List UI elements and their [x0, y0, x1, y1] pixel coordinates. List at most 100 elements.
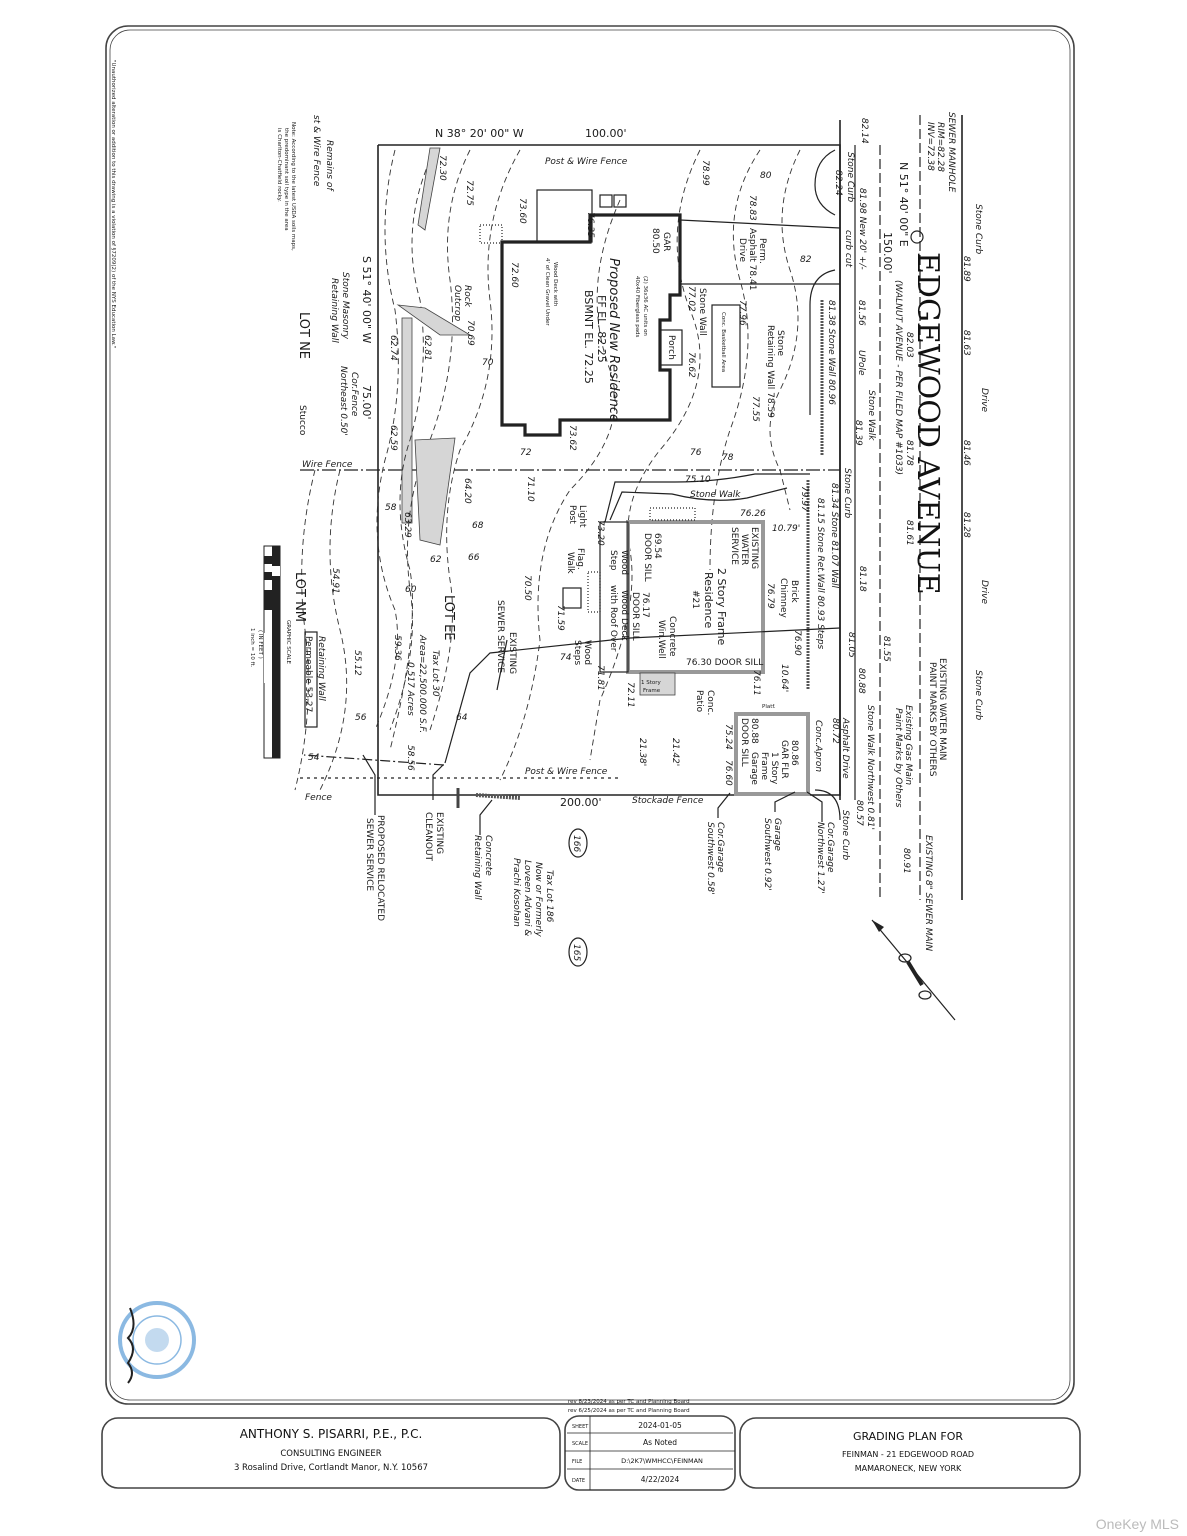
porch-label: Porch — [666, 335, 676, 360]
patio-label: Patio — [694, 690, 704, 713]
spot-elevation: 78.83 — [747, 195, 757, 221]
garage-door-elevation: 80.88 — [749, 718, 759, 744]
garage-floor-elevation: 80.86 — [789, 740, 799, 766]
offset-dimension: 21.38' — [637, 738, 647, 766]
perm-drive-label: Drive — [737, 238, 747, 262]
spot-elevation: 62.59 — [388, 425, 398, 451]
existing-residence-title: Residence — [702, 572, 715, 628]
scale-unit: ( IN FEET ) — [257, 630, 263, 659]
lot-number: 165 — [571, 944, 581, 961]
curb-return — [814, 149, 836, 216]
sewer-manhole-icon — [910, 230, 924, 244]
relocated-sewer-label: SEWER SERVICE — [364, 818, 374, 891]
spot-elevation: 76.79 — [765, 583, 775, 609]
patio-label: Conc. — [705, 690, 715, 715]
ac-pad — [613, 194, 627, 208]
spot-elevation: 59.36 — [392, 635, 402, 661]
deck-stairs — [479, 224, 503, 244]
scale-label: SCALE — [572, 1441, 588, 1447]
existing-sewer-line — [444, 627, 841, 764]
offset-dimension: 10.64' — [779, 664, 789, 692]
water-main-label: PAINT MARKS BY OTHERS — [927, 662, 937, 777]
chimney-label: Brick — [789, 580, 799, 603]
garage-label: GAR — [661, 232, 671, 251]
rock-outcrop — [396, 304, 472, 336]
stone-retaining-wall-label: 81.15 Stone Ret.Wall 80.93 Steps — [815, 498, 825, 650]
proposed-footprint — [500, 213, 682, 437]
wood-step-label: Step — [608, 550, 618, 571]
relocated-sewer-label: PROPOSED RELOCATED — [375, 815, 385, 921]
front-yard: 82.14 Stone Curb 82.24 81.98 New 20' +/-… — [806, 118, 891, 861]
contour-label: 68 — [472, 521, 484, 531]
stone-masonry-wall — [401, 317, 413, 524]
spot-elevation: 77.55 — [750, 396, 760, 422]
lot-number: 166 — [571, 835, 581, 852]
stone-curb-label: Stone Curb — [845, 152, 855, 203]
unauthorized-note-text: "Unauthorized alteration or addition to … — [110, 60, 116, 348]
engineer-seal — [118, 1301, 196, 1384]
offset-dimension: 10.79' — [772, 524, 800, 534]
lot-ne-label: LOT NE — [296, 312, 311, 359]
sheet-value: 2024-01-05 — [638, 1421, 682, 1430]
offset-dimension: 21.42' — [670, 738, 680, 766]
spot-elevation: 72.75 — [464, 180, 474, 206]
existing-garage: 80.88 DOOR SILL 80.86 GAR FLR 1 Story Fr… — [705, 712, 835, 895]
permeable-label: Permeable 53.27 — [303, 636, 313, 712]
concrete-wall-label: Concrete — [483, 835, 493, 876]
adjacent-owner: Prachi Kosohan — [511, 858, 521, 927]
garage-type: 1 Story — [769, 752, 779, 785]
water-main-label: EXISTING WATER MAIN — [937, 658, 947, 760]
contour-label: 66 — [468, 553, 480, 563]
stone-walk-path — [604, 473, 810, 523]
perm-drive-label: Asphalt 78.41 — [747, 228, 757, 290]
stockade-fence-label: Stockade Fence — [632, 796, 704, 806]
spot-elevation: 82.14 — [859, 118, 869, 144]
file-label: FILE — [572, 1459, 582, 1465]
rock-outcrop — [417, 147, 441, 231]
contour-label: 60 — [405, 585, 417, 595]
masonry-wall-label: Stone Masonry — [340, 272, 350, 340]
spot-elevation: 62.81 — [422, 335, 432, 361]
rock-outcrop — [414, 437, 456, 546]
one-story-frame — [639, 672, 676, 696]
flag-walk-label: Flag. — [575, 548, 585, 570]
garage-offset-label: Garage — [772, 818, 782, 851]
north-distance: 100.00' — [585, 127, 627, 140]
spot-elevation: 73.20 — [595, 520, 605, 546]
wire-fence-label: Wire Fence — [302, 460, 353, 470]
garage-floor-label: GAR FLR — [779, 740, 789, 779]
contour-label: 70 — [482, 358, 494, 368]
conc-area — [711, 304, 741, 388]
cleanout-label: CLEANOUT — [423, 812, 433, 862]
date-label: DATE — [572, 1478, 585, 1484]
flag-walk-label: Walk — [565, 552, 575, 574]
firm-name: ANTHONY S. PISARRI, P.E., P.C. — [240, 1427, 423, 1441]
soils-note-line: Note: According to the latest USDA soils… — [290, 122, 296, 251]
wood-steps-label: Steps — [572, 640, 582, 665]
filed-map-note: (WALNUT AVENUE - PER FILED MAP #1033) — [893, 280, 903, 475]
retaining-wall-label: Retaining Wall 78.59 — [765, 325, 775, 418]
proposed-deck — [536, 189, 593, 243]
spot-elevation: 82.24 — [833, 170, 843, 196]
existing-residence-title: 2 Story Frame — [715, 568, 728, 646]
spot-elevation: 58.56 — [405, 745, 415, 771]
contour-lines: 80 78 76 74 72 70 68 66 64 62 60 58 56 5… — [294, 149, 812, 791]
drive-curb — [814, 789, 841, 821]
first-floor-elevation: FF EL. 82.25 — [595, 295, 608, 363]
stucco-label: Stucco — [297, 405, 307, 436]
side-distance: 75.00' — [360, 385, 373, 420]
concrete-wall-label: Retaining Wall — [472, 835, 482, 900]
stone-wall-label: 81.34 Stone 81.07 Wall — [829, 483, 839, 589]
lot-number-bubble — [568, 937, 588, 967]
property-boundary: N 38° 20' 00" W 100.00' Post & Wire Fenc… — [300, 115, 841, 809]
scale-title: GRAPHIC SCALE — [285, 620, 291, 664]
stone-walk-offset: Stone Walk Northwest 0.81' — [865, 705, 875, 830]
scale-value: As Noted — [643, 1438, 677, 1447]
ac-note: (2) 36x36 AC units on — [642, 276, 648, 336]
frame-label: 1 Story — [641, 680, 662, 686]
stone-wall-label: 81.38 Stone Wall 80.96 — [826, 300, 836, 405]
asphalt-drive-label: Asphalt Drive — [840, 717, 850, 779]
plan-title: GRADING PLAN FOR — [853, 1430, 963, 1443]
new-curb-cut-label: 81.98 New 20' +/- — [857, 188, 867, 270]
frame-label: Frame — [643, 688, 661, 694]
